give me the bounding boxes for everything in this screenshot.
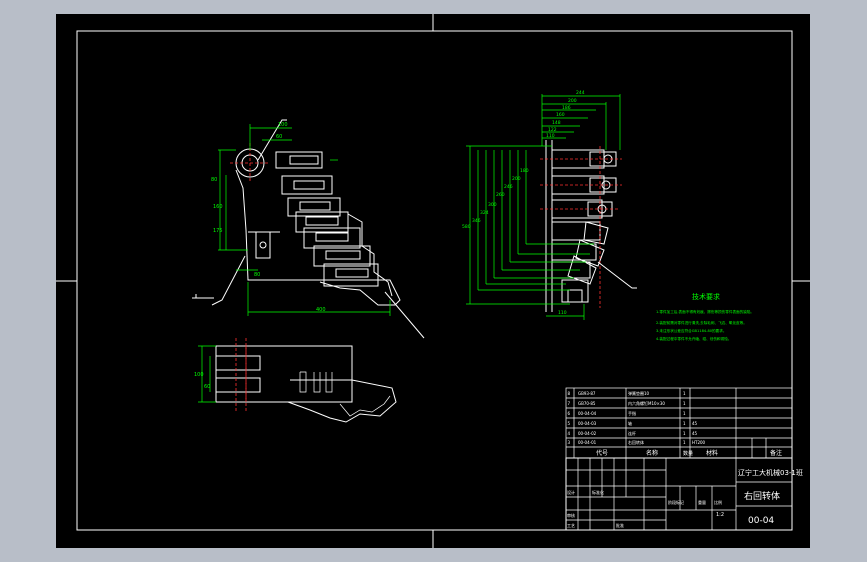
dim-80b: 80	[254, 272, 260, 278]
label-review: 审核	[567, 512, 575, 518]
part-title: 右回转体	[744, 490, 780, 502]
part-code: GB70-85	[578, 401, 596, 406]
part-name: 连杆	[628, 430, 636, 436]
header-material: 材料	[706, 449, 718, 457]
school-name: 辽宁工大机械03-1班	[738, 468, 803, 477]
dim-r-110b: 110	[558, 310, 567, 316]
dim-r-148: 148	[552, 120, 561, 126]
header-remark: 备注	[770, 449, 782, 457]
drawing-number: 00-04	[748, 516, 774, 526]
part-qty: 1	[683, 440, 686, 445]
dim-r-246: 246	[504, 184, 513, 190]
label-standard: 标准化	[592, 489, 604, 495]
dim-r-110: 110	[546, 133, 555, 139]
label-stage: 阶段标记	[668, 499, 684, 505]
dim-r-260: 260	[496, 192, 505, 198]
part-code: 00-04-04	[578, 411, 597, 416]
tech-req-line-1: 1.零件加工后,表面不得有划痕、擦伤等损伤零件表面的缺陷。	[656, 309, 754, 314]
part-code: GB93-87	[578, 391, 596, 396]
label-weight: 重量	[698, 499, 706, 505]
dim-r-580: 580	[462, 224, 471, 230]
tech-req-line-4: 4.装配过程中零件不允许磕、碰、划伤和锈蚀。	[656, 336, 731, 341]
part-no: 6	[568, 411, 571, 416]
dim-80: 80	[211, 177, 217, 183]
scale-value: 1:2	[716, 512, 724, 518]
header-qty: 数量	[683, 450, 693, 457]
dim-r-200: 200	[568, 98, 577, 104]
label-design: 设计	[567, 489, 575, 495]
dim-160: 160	[213, 204, 223, 210]
left-view-fingers: 100 60 80 160 175 80 400	[192, 119, 425, 339]
header-code: 代号	[596, 449, 608, 457]
sheet-background	[56, 14, 810, 548]
tech-req-line-3: 3.未注形状公差应符合GB1184-80的要求。	[656, 328, 726, 333]
tech-req-line-2: 2.装配前需对零件进行清洗,去除毛刺、飞边、氧化皮等。	[656, 320, 747, 325]
part-material: HT200	[692, 440, 706, 445]
finger-stack	[275, 151, 393, 297]
dim-lower-60: 60	[204, 384, 210, 390]
part-name: 弹簧垫圈10	[628, 390, 650, 396]
part-name: 右回转体	[628, 439, 644, 445]
title-block: 8 GB93-87 弹簧垫圈10 1 7 GB70-85 内六角螺钉M10×30…	[565, 387, 803, 531]
dim-175: 175	[213, 228, 223, 234]
centering-marks	[56, 14, 810, 548]
part-qty: 1	[683, 411, 686, 416]
dim-r-160: 160	[556, 112, 565, 118]
label-scale: 比例	[714, 499, 722, 505]
part-name: 内六角螺钉M10×30	[628, 400, 665, 406]
part-qty: 1	[683, 431, 686, 436]
dim-r-122: 122	[548, 127, 557, 133]
part-qty: 1	[683, 421, 686, 426]
tech-req-title: 技术要求	[692, 292, 720, 301]
dim-r-324: 324	[480, 210, 489, 216]
dim-r-300: 300	[488, 202, 497, 208]
part-code: 00-04-01	[578, 440, 597, 445]
part-name: 手指	[628, 410, 636, 416]
part-qty: 1	[683, 391, 686, 396]
dim-r-244: 244	[576, 90, 585, 96]
part-material: 45	[692, 421, 698, 426]
dim-r-186: 186	[562, 105, 571, 111]
label-approve: 批准	[616, 522, 624, 528]
part-material: 45	[692, 431, 698, 436]
label-craft: 工艺	[567, 523, 575, 528]
dim-60: 60	[276, 134, 282, 140]
part-no: 7	[568, 401, 571, 406]
part-no: 5	[568, 421, 571, 426]
technical-requirements: 技术要求 1.零件加工后,表面不得有划痕、擦伤等损伤零件表面的缺陷。 2.装配前…	[656, 292, 754, 341]
dim-100: 100	[278, 122, 288, 128]
part-code: 00-04-03	[578, 421, 597, 426]
part-code: 00-04-02	[578, 431, 597, 436]
part-no: 3	[568, 440, 571, 445]
parts-list: 8 GB93-87 弹簧垫圈10 1 7 GB70-85 内六角螺钉M10×30…	[568, 390, 706, 445]
lower-view: 100 60	[194, 338, 397, 423]
part-no: 4	[568, 431, 571, 436]
part-no: 8	[568, 391, 571, 396]
dim-r-200b: 200	[512, 176, 521, 182]
part-qty: 1	[683, 401, 686, 406]
dim-r-180: 180	[520, 168, 529, 174]
dim-r-346: 346	[472, 218, 481, 224]
right-view: 244 200 186 160 148 122 110	[462, 90, 637, 320]
header-name: 名称	[646, 449, 658, 457]
part-name: 轴	[628, 420, 632, 426]
dim-lower-100: 100	[194, 372, 204, 378]
dim-400: 400	[316, 307, 326, 313]
